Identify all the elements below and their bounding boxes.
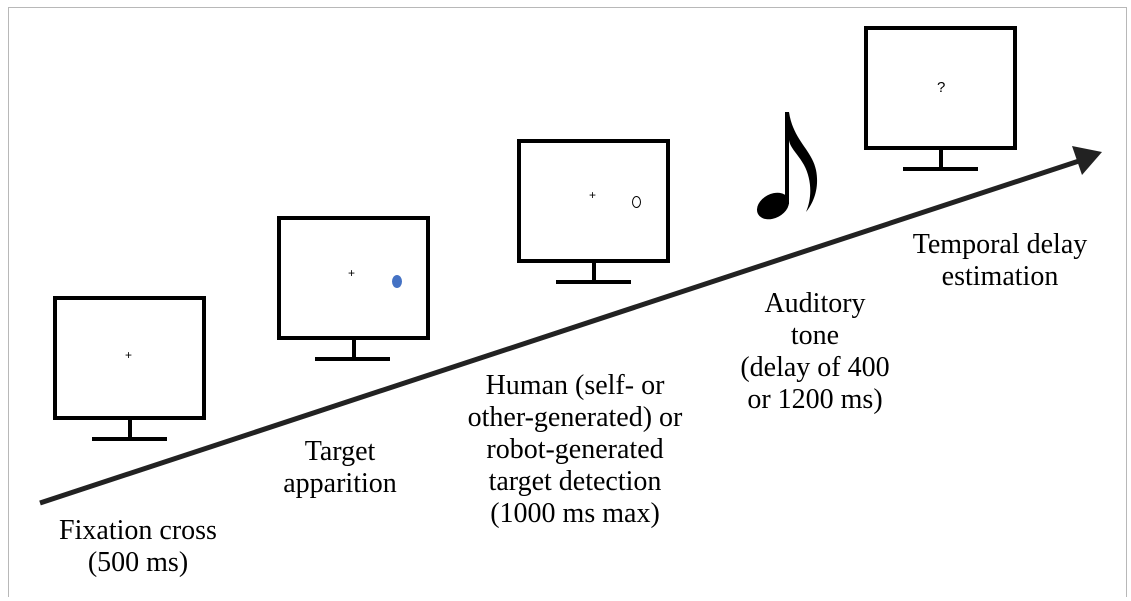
monitor-base <box>92 437 167 441</box>
monitor-neck <box>128 420 132 438</box>
label-target: Target apparition <box>283 436 397 499</box>
monitor-base <box>903 167 978 171</box>
monitor-neck <box>352 340 356 358</box>
label-detection: Human (self- or other-generated) or robo… <box>467 370 683 529</box>
timeline-arrow-head <box>1072 146 1102 175</box>
label-tone: Auditory tone (delay of 400 or 1200 ms) <box>740 288 890 415</box>
monitor-base <box>556 280 631 284</box>
target-dot <box>392 275 402 288</box>
fixation-cross: + <box>348 266 356 280</box>
monitor-neck <box>592 263 596 281</box>
detected-target-circle <box>632 196 641 208</box>
figure-frame <box>8 7 1127 597</box>
question-mark: ? <box>937 79 946 96</box>
timeline-arrow-line <box>39 157 1083 506</box>
fixation-cross: + <box>589 188 597 202</box>
monitor-neck <box>939 150 943 168</box>
label-fixation: Fixation cross (500 ms) <box>59 515 217 578</box>
fixation-cross: + <box>125 348 133 362</box>
monitor-screen <box>864 26 1017 150</box>
monitor-screen <box>517 139 670 263</box>
monitor-base <box>315 357 390 361</box>
label-estimation: Temporal delay estimation <box>912 229 1088 292</box>
monitor-screen <box>277 216 430 340</box>
monitor-screen <box>53 296 206 420</box>
